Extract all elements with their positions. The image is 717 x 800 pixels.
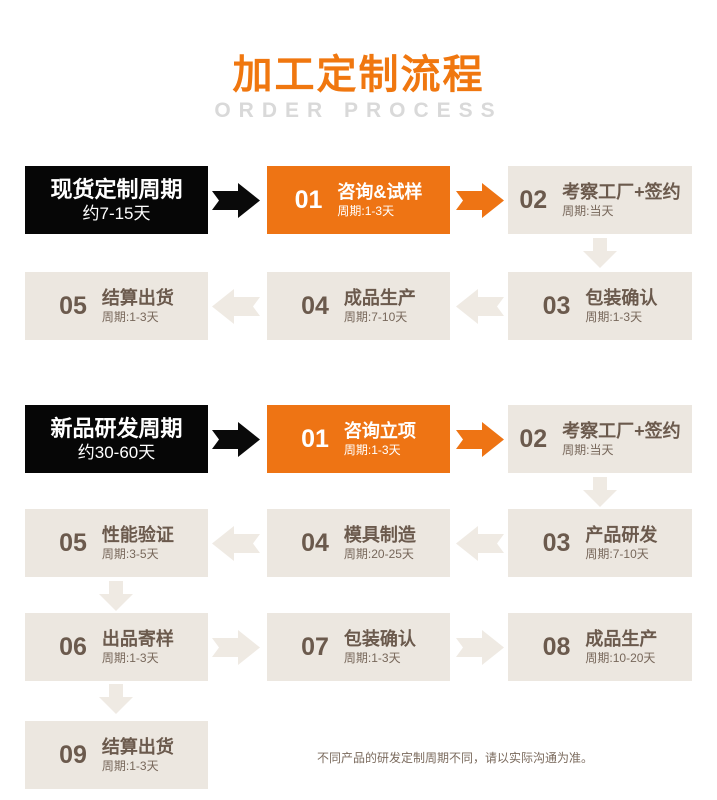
flow2-step-02: 02 考察工厂+签约 周期:当天 bbox=[508, 405, 692, 473]
flow1-step-03: 03 包装确认 周期:1-3天 bbox=[508, 272, 692, 340]
flow1-step-01: 01 咨询&试样 周期:1-3天 bbox=[267, 166, 450, 234]
flow2-step-05: 05 性能验证 周期:3-5天 bbox=[25, 509, 208, 577]
page-subtitle: ORDER PROCESS bbox=[214, 99, 503, 122]
step-cycle: 周期:7-10天 bbox=[585, 547, 649, 562]
arrow-right-icon bbox=[456, 422, 504, 457]
step-title: 考察工厂+签约 bbox=[562, 181, 681, 202]
arrow-right-icon bbox=[212, 183, 260, 218]
page-title: 加工定制流程 bbox=[232, 53, 485, 97]
step-number: 02 bbox=[519, 185, 548, 214]
arrow-left-icon bbox=[212, 526, 260, 561]
step-cycle: 周期:20-25天 bbox=[343, 547, 414, 562]
arrow-right-icon bbox=[212, 422, 260, 457]
step-cycle: 周期:1-3天 bbox=[585, 310, 643, 325]
step-cycle: 周期:1-3天 bbox=[343, 651, 401, 666]
flow2-step-04: 04 模具制造 周期:20-25天 bbox=[267, 509, 450, 577]
step-number: 02 bbox=[519, 424, 548, 453]
flow2-step-01: 01 咨询立项 周期:1-3天 bbox=[267, 405, 450, 473]
arrow-left-icon bbox=[456, 289, 504, 324]
step-number: 01 bbox=[301, 424, 329, 453]
step-title: 咨询立项 bbox=[343, 420, 416, 441]
flow2-step-07: 07 包装确认 周期:1-3天 bbox=[267, 613, 450, 681]
flow2-start-box: 新品研发周期 约30-60天 bbox=[25, 405, 208, 473]
flow1-step-05: 05 结算出货 周期:1-3天 bbox=[25, 272, 208, 340]
footer-note: 不同产品的研发定制周期不同，请以实际沟通为准。 bbox=[316, 751, 593, 765]
step-cycle: 周期:1-3天 bbox=[101, 651, 159, 666]
step-cycle: 周期:3-5天 bbox=[101, 547, 159, 562]
step-title: 成品生产 bbox=[585, 628, 658, 649]
arrow-left-icon bbox=[456, 526, 504, 561]
step-title: 成品生产 bbox=[343, 287, 416, 308]
step-cycle: 周期:7-10天 bbox=[343, 310, 408, 325]
arrow-down-icon bbox=[99, 581, 133, 611]
step-title: 考察工厂+签约 bbox=[562, 420, 681, 441]
flow1-start-subtitle: 约7-15天 bbox=[82, 204, 151, 224]
step-number: 09 bbox=[59, 740, 87, 769]
step-title: 包装确认 bbox=[343, 628, 416, 649]
step-title: 模具制造 bbox=[343, 524, 416, 545]
flow1-step-04: 04 成品生产 周期:7-10天 bbox=[267, 272, 450, 340]
step-title: 结算出货 bbox=[101, 287, 174, 308]
step-title: 产品研发 bbox=[585, 524, 658, 545]
flow2-start-subtitle: 约30-60天 bbox=[77, 443, 156, 463]
step-number: 05 bbox=[59, 528, 87, 557]
arrow-left-icon bbox=[212, 289, 260, 324]
flow2-step-09: 09 结算出货 周期:1-3天 bbox=[25, 721, 208, 789]
step-number: 01 bbox=[294, 185, 323, 214]
step-cycle: 周期:1-3天 bbox=[101, 759, 159, 774]
step-cycle: 周期:10-20天 bbox=[585, 651, 656, 666]
step-title: 性能验证 bbox=[101, 524, 174, 545]
step-title: 结算出货 bbox=[101, 736, 174, 757]
step-cycle: 周期:当天 bbox=[562, 443, 614, 458]
arrow-down-icon bbox=[99, 684, 133, 714]
flow2-step-06: 06 出品寄样 周期:1-3天 bbox=[25, 613, 208, 681]
step-number: 04 bbox=[301, 291, 329, 320]
arrow-right-icon bbox=[456, 630, 504, 665]
step-number: 06 bbox=[59, 632, 87, 661]
step-number: 05 bbox=[59, 291, 87, 320]
arrow-down-icon bbox=[583, 477, 617, 507]
flow1-start-box: 现货定制周期 约7-15天 bbox=[25, 166, 208, 234]
flow2-step-08: 08 成品生产 周期:10-20天 bbox=[508, 613, 692, 681]
step-number: 07 bbox=[301, 632, 329, 661]
arrow-down-icon bbox=[583, 238, 617, 268]
arrow-right-icon bbox=[456, 183, 504, 218]
flow2-step-03: 03 产品研发 周期:7-10天 bbox=[508, 509, 692, 577]
flow1-step-02: 02 考察工厂+签约 周期:当天 bbox=[508, 166, 692, 234]
step-title: 咨询&试样 bbox=[337, 181, 423, 202]
step-number: 03 bbox=[542, 528, 571, 557]
flow1-start-title: 现货定制周期 bbox=[50, 176, 183, 202]
step-number: 04 bbox=[301, 528, 329, 557]
step-number: 08 bbox=[542, 632, 571, 661]
step-cycle: 周期:当天 bbox=[562, 204, 614, 219]
flow2-start-title: 新品研发周期 bbox=[50, 415, 183, 441]
step-cycle: 周期:1-3天 bbox=[343, 443, 401, 458]
step-cycle: 周期:1-3天 bbox=[101, 310, 159, 325]
step-cycle: 周期:1-3天 bbox=[337, 204, 395, 219]
step-title: 包装确认 bbox=[585, 287, 658, 308]
step-number: 03 bbox=[542, 291, 571, 320]
arrow-right-icon bbox=[212, 630, 260, 665]
step-title: 出品寄样 bbox=[101, 628, 174, 649]
